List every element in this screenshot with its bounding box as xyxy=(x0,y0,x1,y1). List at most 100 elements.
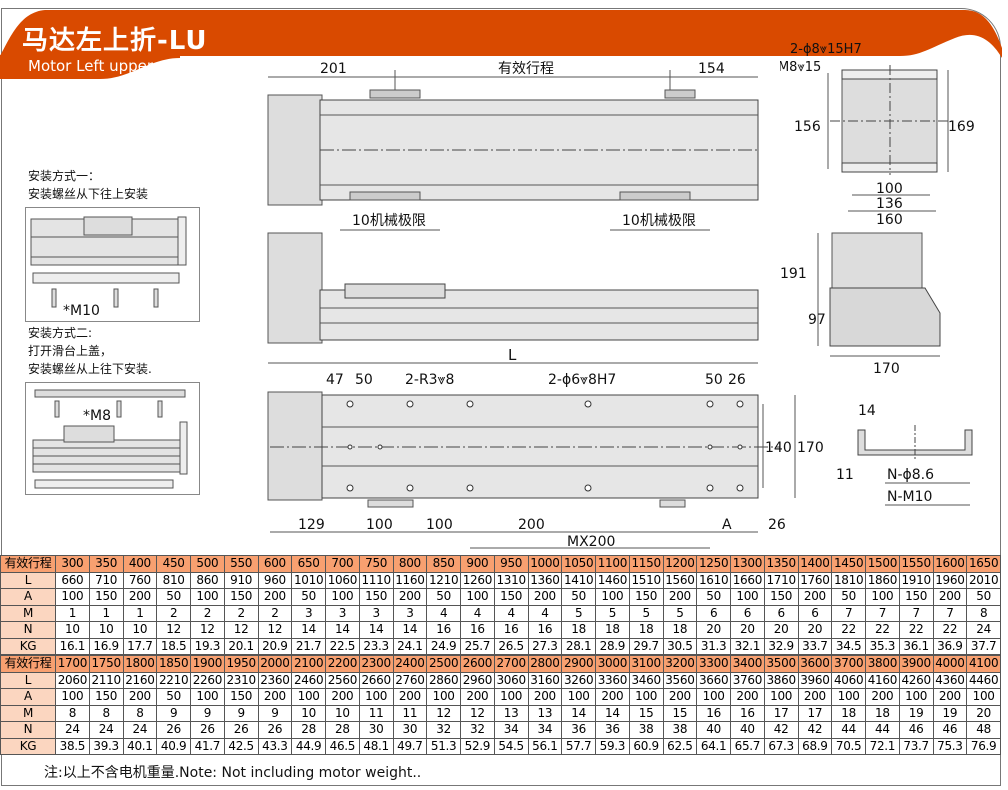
table-cell: 18 xyxy=(831,704,866,722)
table-cell: 36.1 xyxy=(898,637,934,655)
install-method1-screw: *M10 xyxy=(63,303,100,319)
dim-191: 191 xyxy=(780,266,807,282)
table-cell: 8 xyxy=(122,704,158,722)
dim-97: 97 xyxy=(808,312,826,328)
table-cell: 34 xyxy=(527,721,563,739)
table-cell: 2060 xyxy=(55,671,90,689)
table-cell: 1 xyxy=(55,604,90,622)
install-method1-title: 安装方式一： xyxy=(28,169,101,183)
table-cell: 2160 xyxy=(122,671,158,689)
table-cell: 12 xyxy=(223,621,259,639)
table-cell: 1060 xyxy=(325,571,360,589)
table-cell: 100 xyxy=(55,688,90,706)
table-cell: 26 xyxy=(156,721,191,739)
table-cell: 35.3 xyxy=(865,637,900,655)
table-cell: 200 xyxy=(595,688,630,706)
table-cell: 19.3 xyxy=(190,637,225,655)
table-cell: 1660 xyxy=(730,571,765,589)
table-cell: 4 xyxy=(527,604,563,622)
table-cell: 12 xyxy=(426,704,461,722)
table-cell: 29.7 xyxy=(628,637,664,655)
table-cell: 4 xyxy=(493,604,529,622)
install-method2-sketch: *M8 xyxy=(25,382,200,495)
table-cell: 40 xyxy=(730,721,765,739)
table-cell: 9 xyxy=(190,704,225,722)
table-cell: 3760 xyxy=(730,671,765,689)
table-cell: 100 xyxy=(730,588,765,606)
table-cell: 1800 xyxy=(122,655,158,673)
table-cell: 2560 xyxy=(325,671,360,689)
table-cell: 2400 xyxy=(392,655,428,673)
table-cell: 1000 xyxy=(527,555,563,573)
table-cell: 3960 xyxy=(797,671,833,689)
table-cell: 6 xyxy=(797,604,833,622)
table-cell: 1300 xyxy=(730,555,765,573)
table-cell: 200 xyxy=(257,588,293,606)
dim-200: 200 xyxy=(518,517,545,533)
table-cell: 100 xyxy=(426,688,461,706)
table-cell: 1450 xyxy=(831,555,866,573)
table-cell: 40 xyxy=(696,721,731,739)
table-cell: 18 xyxy=(561,621,596,639)
table-cell: 22 xyxy=(831,621,866,639)
table-cell: 450 xyxy=(156,555,191,573)
table-cell: 33.7 xyxy=(797,637,833,655)
table-cell: 900 xyxy=(460,555,495,573)
table-cell: 2500 xyxy=(426,655,461,673)
row-label: A xyxy=(0,588,56,606)
table-cell: 30.5 xyxy=(662,637,698,655)
table-cell: 750 xyxy=(358,555,394,573)
dim-100-a: 100 xyxy=(366,517,393,533)
table-cell: 42 xyxy=(797,721,833,739)
table-cell: 43.3 xyxy=(257,737,293,755)
table-cell: 950 xyxy=(493,555,529,573)
install-method2-desc1: 打开滑台上盖， xyxy=(28,344,113,358)
table-cell: 16.9 xyxy=(88,637,124,655)
table-cell: 36.9 xyxy=(932,637,968,655)
table-cell: 150 xyxy=(493,588,529,606)
table-cell: 18 xyxy=(865,704,900,722)
table-cell: 4 xyxy=(426,604,461,622)
table-cell: 41.7 xyxy=(190,737,225,755)
dim-47: 47 xyxy=(326,372,344,388)
footnote: 注:以上不含电机重量.Note: Not including motor wei… xyxy=(44,765,422,781)
table-cell: 20.1 xyxy=(223,637,259,655)
table-cell: 100 xyxy=(325,588,360,606)
table-cell: 50 xyxy=(156,588,191,606)
profile-view-drawing: 14 11 N-ϕ8.6 N-M10 xyxy=(836,403,973,506)
row-label: 有效行程 xyxy=(0,555,56,573)
table-cell: 50 xyxy=(831,588,866,606)
table-cell: 46.5 xyxy=(325,737,360,755)
table-cell: 36 xyxy=(561,721,596,739)
table-cell: 1700 xyxy=(55,655,90,673)
table-cell: 2660 xyxy=(358,671,394,689)
table-cell: 27.3 xyxy=(527,637,563,655)
table-cell: 1900 xyxy=(190,655,225,673)
row-label: A xyxy=(0,688,56,706)
table-cell: 150 xyxy=(628,588,664,606)
table-cell: 11 xyxy=(392,704,428,722)
table-cell: 24 xyxy=(966,621,1001,639)
bottom-view-drawing: 47 50 2-R3⩔8 2-ϕ6⩔8H7 50 26 140 170 129 … xyxy=(267,372,824,550)
table-cell: 2460 xyxy=(291,671,326,689)
table-cell: 100 xyxy=(291,688,326,706)
row-label: M xyxy=(0,704,56,722)
table-cell: 200 xyxy=(662,688,698,706)
table-cell: 200 xyxy=(392,688,428,706)
table-cell: 24.1 xyxy=(392,637,428,655)
row-label: KG xyxy=(0,637,56,655)
table-cell: 34.5 xyxy=(831,637,866,655)
table-cell: 3900 xyxy=(898,655,934,673)
dim-201: 201 xyxy=(320,61,347,77)
table-cell: 16 xyxy=(460,621,495,639)
table-cell: 25.7 xyxy=(460,637,495,655)
table-cell: 5 xyxy=(628,604,664,622)
table-cell: 12 xyxy=(190,621,225,639)
dim-100-b: 100 xyxy=(426,517,453,533)
table-cell: 24 xyxy=(88,721,124,739)
table-cell: 17.7 xyxy=(122,637,158,655)
dim-100: 100 xyxy=(876,181,903,197)
